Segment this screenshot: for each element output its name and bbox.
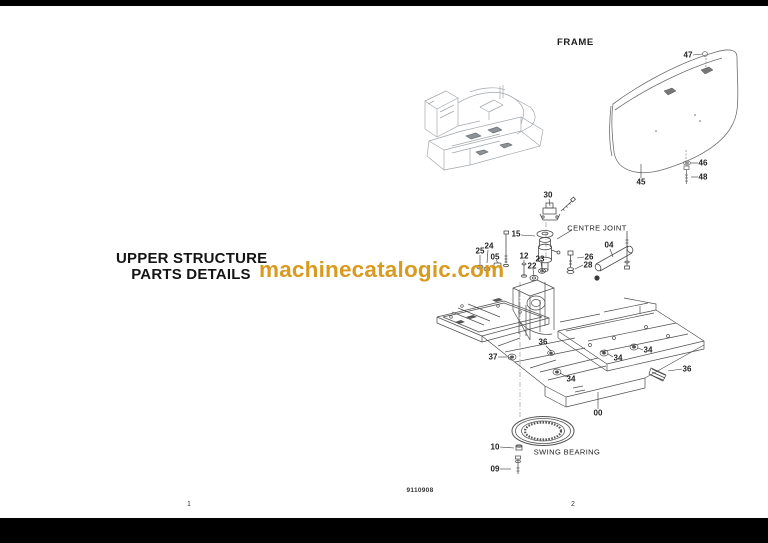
page-heading: UPPER STRUCTURE PARTS DETAILS [116,250,268,283]
excavator-thumbnail-drawing [424,85,544,171]
leader-lines [479,53,703,470]
heading-line1: UPPER STRUCTURE [116,250,268,267]
leader-line [540,261,543,270]
part-callout-34: 34 [643,345,653,355]
part-callout-23: 23 [535,254,545,264]
part-callout-05: 05 [490,252,500,262]
leader-line [667,368,683,372]
leader-line [574,264,584,270]
watermark-text: machinecatalogic.com [259,257,505,282]
part-callout-34: 34 [566,374,576,384]
frame-assembly-drawing [436,279,705,408]
leader-line [520,234,536,237]
part-callout-36: 36 [682,364,692,374]
part-callout-04: 04 [604,240,614,250]
part-callout-48: 48 [698,172,708,182]
part-callout-15: 15 [511,229,521,239]
leader-line [637,347,644,351]
part-callout-30: 30 [543,190,553,200]
leader-line [607,353,614,358]
doc-number: 9110908 [406,487,434,494]
page-number-left: 1 [187,501,191,508]
section-title: FRAME [557,37,594,48]
leader-line [609,248,614,258]
part-callout-45: 45 [636,177,646,187]
leader-line [576,256,585,259]
part-callout-46: 46 [698,158,708,168]
leader-line [495,259,499,264]
leader-line [532,268,535,277]
part-callout-12: 12 [519,251,529,261]
leader-line [486,249,489,264]
heading-line2: PARTS DETAILS [131,266,251,283]
part-callout-10: 10 [490,442,500,452]
part-callout-09: 09 [490,464,500,474]
part-callout-26: 26 [584,252,594,262]
part-callout-47: 47 [683,50,693,60]
leader-line [545,345,552,352]
page-number-right: 2 [571,501,575,508]
part-callout-22: 22 [527,261,537,271]
centre-joint-drawing [476,196,634,418]
scan-edge-bottom [0,518,768,543]
part-callout-37: 37 [488,352,498,362]
part-callout-28: 28 [583,260,593,270]
scan-edge-top [0,0,768,6]
diagram-annotation: SWING BEARING [533,447,601,457]
part-callout-24: 24 [484,241,494,251]
leader-line [548,198,551,207]
part-callout-00: 00 [593,408,603,418]
part-callout-25: 25 [475,246,485,256]
leader-line [692,53,703,56]
leader-line [559,372,568,378]
glass-frame-drawing [609,49,739,184]
diagram-annotation: CENTRE JOINT [567,223,627,233]
part-callout-36: 36 [538,337,548,347]
part-callout-34: 34 [613,353,623,363]
swing-bearing-drawing [511,416,575,474]
leader-line [556,229,573,240]
leader-line [499,446,515,449]
